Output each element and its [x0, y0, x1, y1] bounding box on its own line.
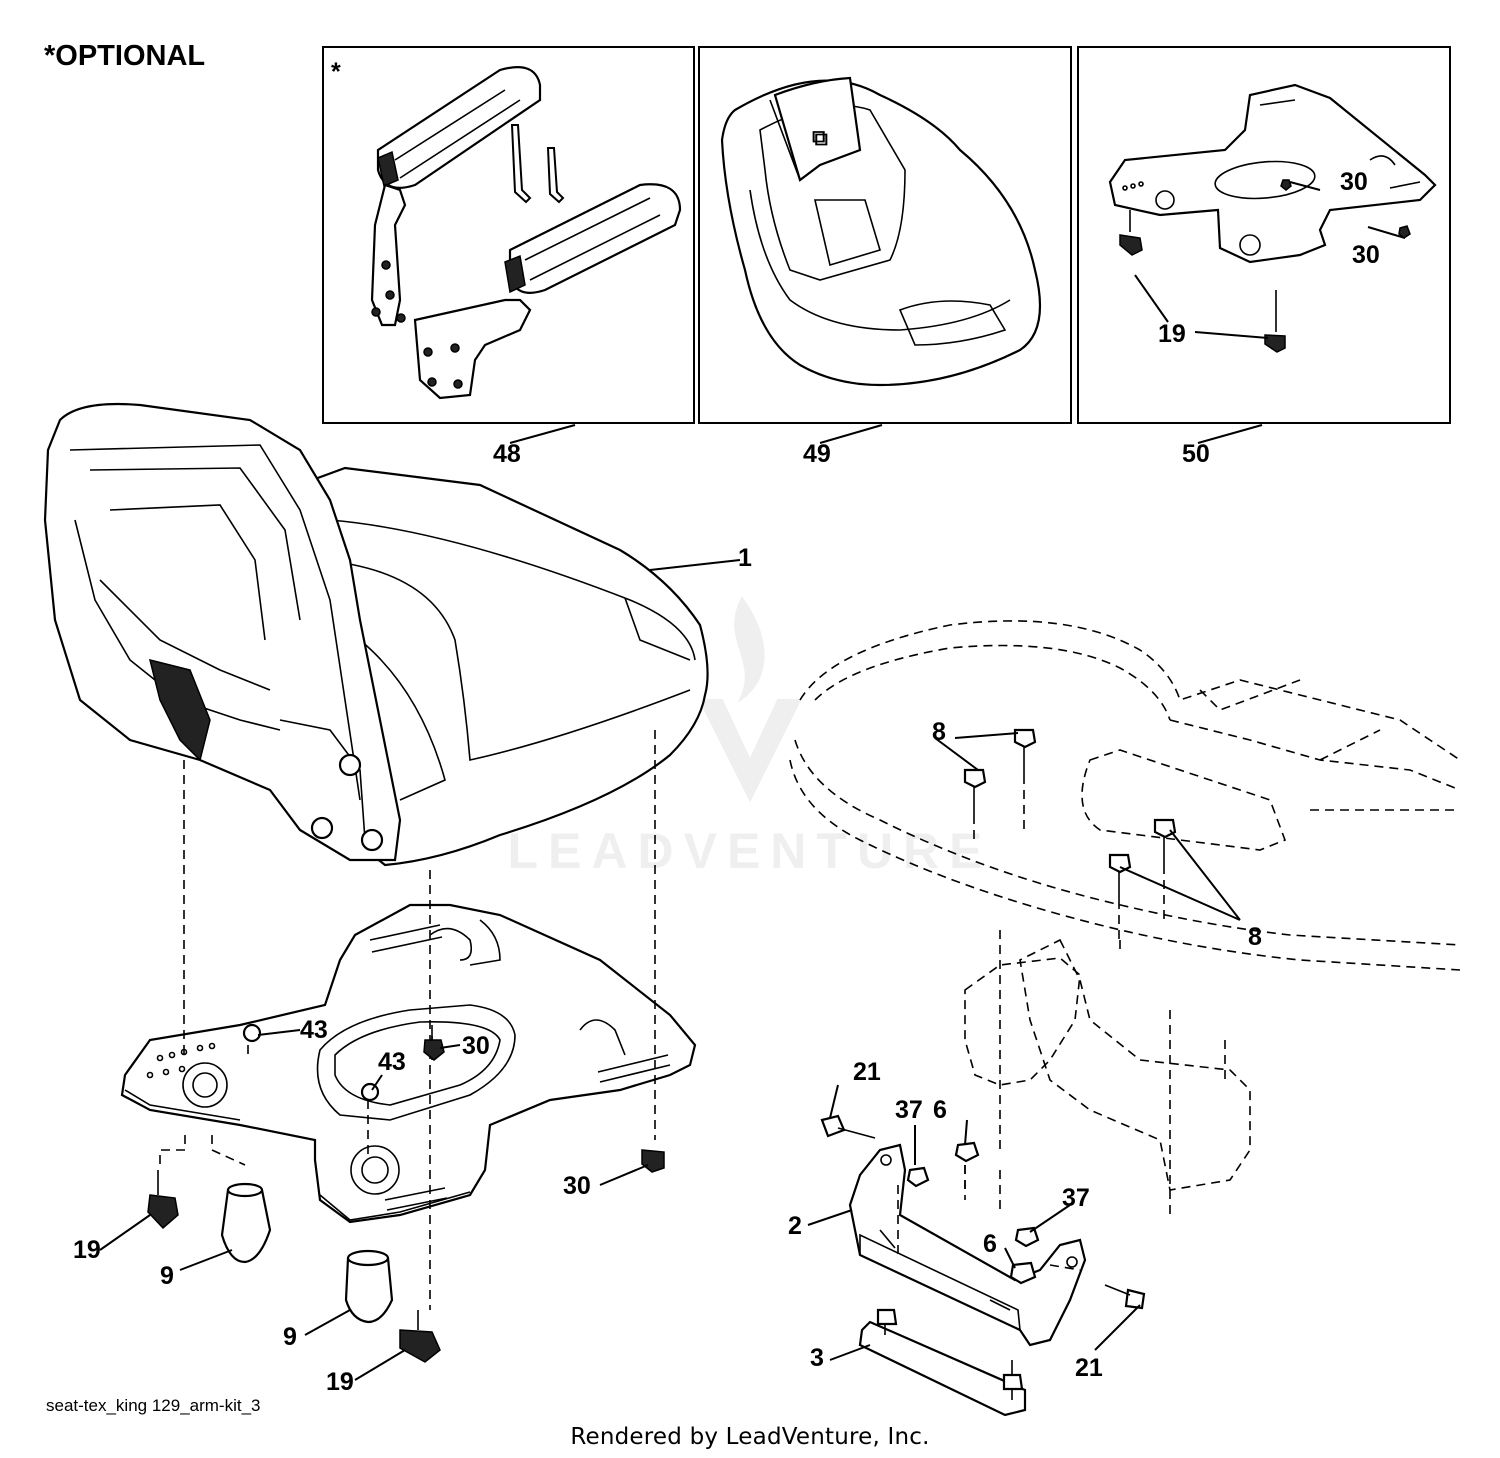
callout-43-b: 43	[378, 1048, 406, 1076]
callout-30-rear: 30	[563, 1172, 591, 1200]
callout-2: 2	[788, 1212, 802, 1240]
render-credit: Rendered by LeadVenture, Inc.	[570, 1424, 930, 1450]
callout-30-inset-b: 30	[1352, 241, 1380, 269]
watermark: LEADVENTURE	[507, 596, 992, 879]
frame-bolts	[963, 728, 1177, 940]
callout-9-left: 9	[160, 1262, 174, 1290]
main-seat	[43, 402, 709, 867]
callout-6-top: 6	[933, 1096, 947, 1124]
callout-3: 3	[810, 1344, 824, 1372]
mower-frame	[789, 620, 1461, 1220]
callout-9-center: 9	[283, 1323, 297, 1351]
callout-30-inset-a: 30	[1340, 168, 1368, 196]
callout-30-plate: 30	[462, 1032, 490, 1060]
callout-8-top: 8	[932, 718, 946, 746]
callout-37-top: 37	[895, 1096, 923, 1124]
diagram-filename: seat-tex_king 129_arm-kit_3	[46, 1396, 261, 1415]
callout-43-a: 43	[300, 1016, 328, 1044]
watermark-text: LEADVENTURE	[507, 823, 992, 879]
callout-21-top: 21	[853, 1058, 881, 1086]
seat-cushion-box	[698, 46, 1072, 424]
callout-48: 48	[493, 440, 521, 468]
callout-8-bottom: 8	[1248, 923, 1262, 951]
armrest-kit-box	[322, 46, 695, 424]
optional-marker: *	[331, 58, 341, 86]
callout-19-center: 19	[326, 1368, 354, 1396]
callout-50: 50	[1182, 440, 1210, 468]
flame-v-logo	[698, 596, 802, 803]
callout-21-bottom: 21	[1075, 1354, 1103, 1382]
seat-bracket	[820, 1114, 1146, 1417]
callout-labels: 1 48 49 50 30 30 19 8 8 43 43 30 30 19 9…	[73, 168, 1380, 1396]
optional-heading: *OPTIONAL	[44, 40, 206, 72]
armrest-kit	[370, 66, 682, 400]
callout-19-left: 19	[73, 1236, 101, 1264]
callout-37-right: 37	[1062, 1184, 1090, 1212]
main-fasteners	[147, 1023, 665, 1363]
leader-lines	[99, 181, 1406, 1381]
seat-plate-small	[1108, 83, 1437, 353]
callout-6-right: 6	[983, 1230, 997, 1258]
seat-plate-box	[1077, 46, 1451, 424]
callout-1: 1	[738, 544, 752, 572]
seat-cushion: ⧉	[720, 76, 1042, 387]
callout-49: 49	[803, 440, 831, 468]
callout-19-inset: 19	[1158, 320, 1186, 348]
svg-text:⧉: ⧉	[812, 125, 828, 150]
seat-plate-main	[120, 903, 697, 1224]
